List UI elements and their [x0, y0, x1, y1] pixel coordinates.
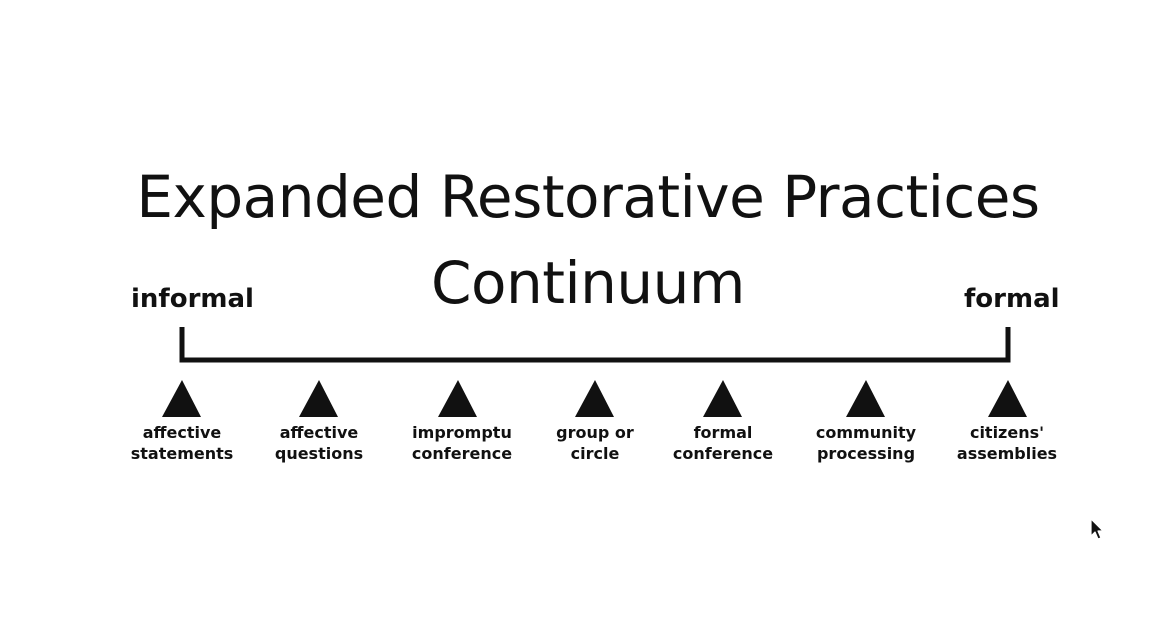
triangle-marker-4 [575, 380, 614, 417]
item-label-line: affective [279, 423, 359, 442]
triangle-marker-7 [988, 380, 1027, 417]
item-label-line: affective [142, 423, 222, 442]
triangle-marker-2 [299, 380, 338, 417]
slide-title-line-2: Continuum [431, 249, 745, 317]
item-label-line: assemblies [956, 444, 1058, 463]
item-label-line: formal [693, 423, 753, 442]
item-label-group-or-circle: group or circle [525, 422, 665, 464]
item-label-community-processing: community processing [796, 422, 936, 464]
triangle-marker-5 [703, 380, 742, 417]
slide-title-line-1: Expanded Restorative Practices [136, 163, 1040, 231]
item-label-line: impromptu [412, 423, 512, 442]
item-label-line: questions [274, 444, 364, 463]
item-label-line: processing [816, 444, 916, 463]
item-label-impromptu-conference: impromptu conference [392, 422, 532, 464]
triangle-marker-1 [162, 380, 201, 417]
item-label-formal-conference: formal conference [653, 422, 793, 464]
item-label-affective-questions: affective questions [249, 422, 389, 464]
item-label-citizens-assemblies: citizens' assemblies [937, 422, 1077, 464]
item-label-line: citizens' [969, 423, 1045, 442]
triangle-marker-6 [846, 380, 885, 417]
informal-end-label: informal [131, 284, 254, 314]
item-label-line: statements [130, 444, 234, 463]
formal-end-label: formal [964, 284, 1060, 314]
item-label-line: conference [672, 444, 774, 463]
item-label-line: group or [556, 423, 634, 442]
item-label-affective-statements: affective statements [112, 422, 252, 464]
arrow-cursor-icon [1090, 518, 1104, 540]
triangle-marker-3 [438, 380, 477, 417]
continuum-bracket-line [179, 327, 1011, 363]
item-label-line: circle [570, 444, 620, 463]
item-label-line: community [815, 423, 917, 442]
item-label-line: conference [411, 444, 513, 463]
